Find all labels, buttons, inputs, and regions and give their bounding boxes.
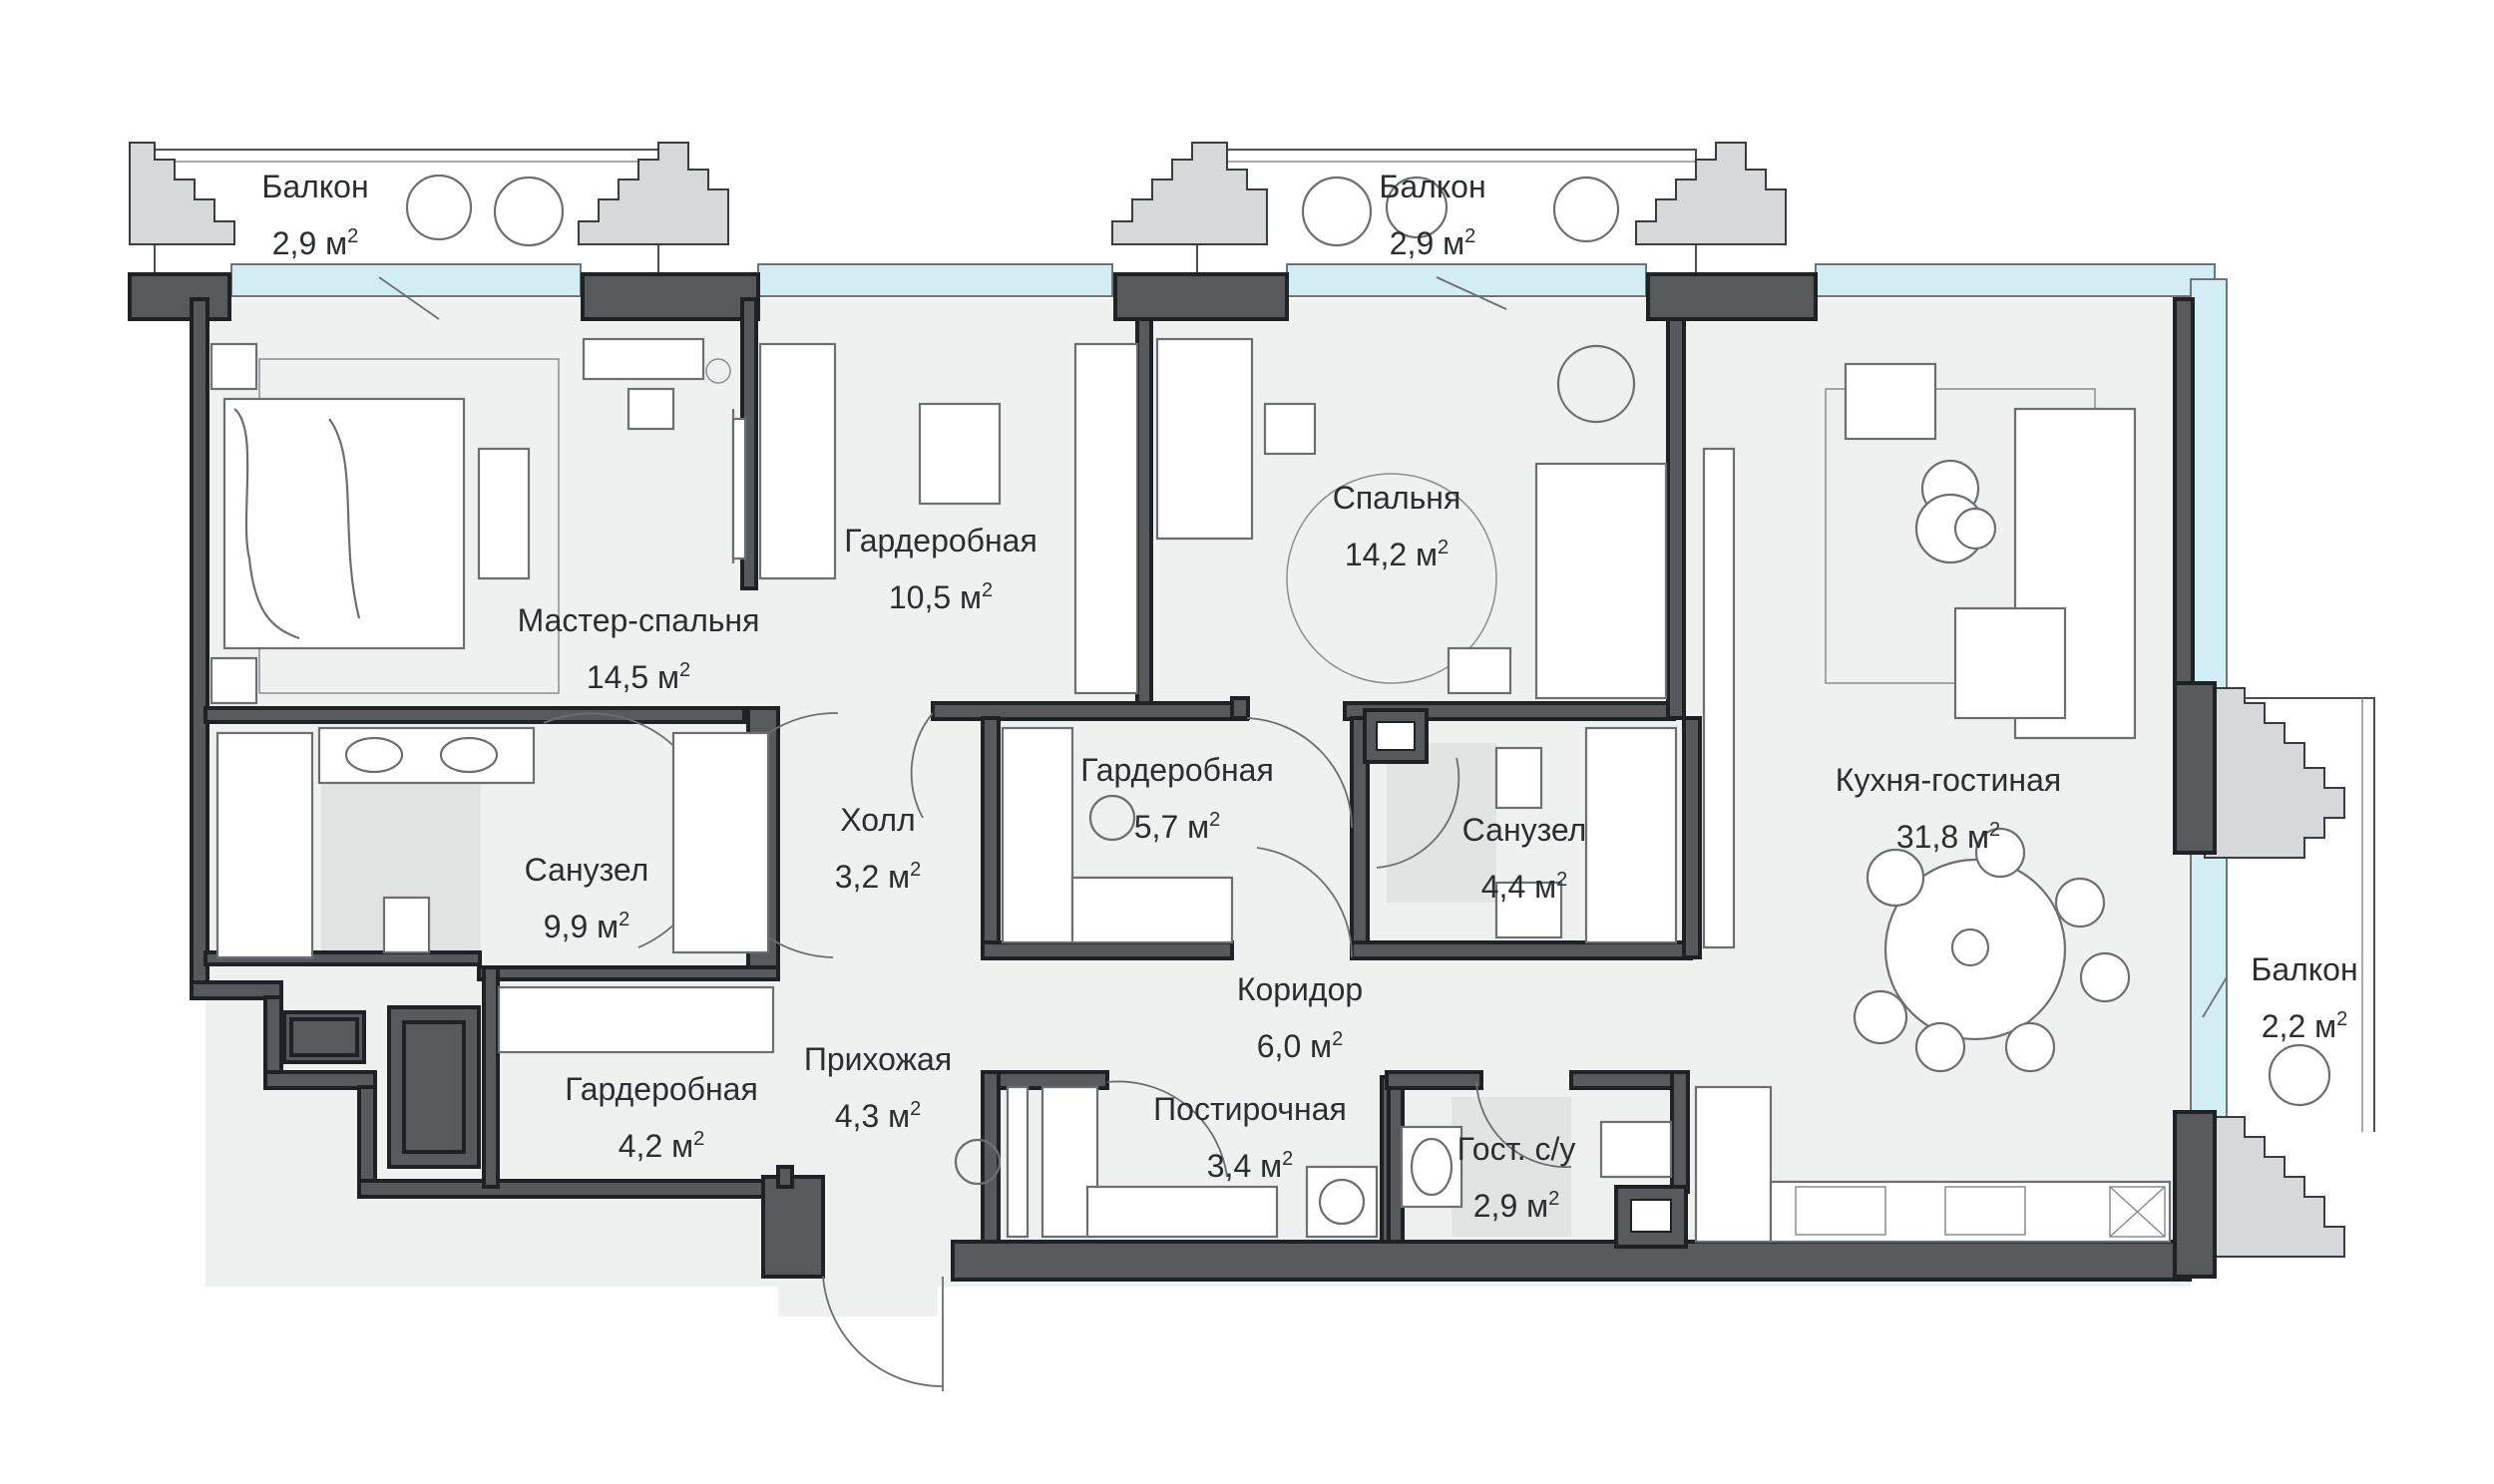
svg-text:4,4 м2: 4,4 м2 bbox=[1481, 869, 1568, 905]
svg-text:Гост. с/у: Гост. с/у bbox=[1457, 1131, 1576, 1167]
label-balcony-3: Балкон 2,2 м2 bbox=[2251, 951, 2357, 1044]
svg-text:6,0 м2: 6,0 м2 bbox=[1257, 1028, 1344, 1064]
svg-text:31,8 м2: 31,8 м2 bbox=[1896, 819, 2000, 855]
svg-text:Гардеробная: Гардеробная bbox=[1080, 752, 1274, 788]
label-hall: Холл 3,2 м2 bbox=[835, 802, 922, 895]
room-labels: Балкон 2,9 м2 Балкон 2,9 м2 Мастер-спаль… bbox=[261, 169, 2357, 1224]
label-bathroom-2: Санузел 4,4 м2 bbox=[1462, 812, 1587, 905]
svg-text:10,5 м2: 10,5 м2 bbox=[889, 579, 993, 615]
svg-text:14,5 м2: 14,5 м2 bbox=[587, 659, 690, 695]
label-wardrobe-2: Гардеробная 5,7 м2 bbox=[1080, 752, 1274, 845]
label-entrance: Прихожая 4,3 м2 bbox=[804, 1041, 952, 1134]
label-master-bedroom: Мастер-спальня 14,5 м2 bbox=[518, 602, 760, 695]
svg-text:Балкон: Балкон bbox=[1379, 169, 1485, 204]
svg-text:Спальня: Спальня bbox=[1333, 480, 1461, 516]
svg-text:Гардеробная: Гардеробная bbox=[844, 523, 1038, 558]
svg-text:2,9 м2: 2,9 м2 bbox=[272, 225, 359, 261]
label-bathroom-1: Санузел 9,9 м2 bbox=[525, 852, 649, 944]
svg-text:Санузел: Санузел bbox=[525, 852, 649, 888]
svg-text:Балкон: Балкон bbox=[261, 169, 368, 204]
svg-text:Прихожая: Прихожая bbox=[804, 1041, 952, 1077]
svg-text:3,2 м2: 3,2 м2 bbox=[835, 859, 922, 895]
svg-text:4,3 м2: 4,3 м2 bbox=[835, 1098, 922, 1134]
svg-text:9,9 м2: 9,9 м2 bbox=[544, 909, 630, 944]
svg-text:2,9 м2: 2,9 м2 bbox=[1390, 225, 1476, 261]
label-balcony-2: Балкон 2,9 м2 bbox=[1379, 169, 1485, 261]
label-corridor: Коридор 6,0 м2 bbox=[1237, 971, 1363, 1064]
label-wardrobe-3: Гардеробная 4,2 м2 bbox=[565, 1071, 758, 1164]
label-kitchen-living: Кухня-гостиная 31,8 м2 bbox=[1836, 762, 2061, 855]
label-wardrobe-1: Гардеробная 10,5 м2 bbox=[844, 523, 1038, 615]
label-guest-wc: Гост. с/у 2,9 м2 bbox=[1457, 1131, 1576, 1224]
svg-text:Холл: Холл bbox=[840, 802, 915, 838]
svg-text:5,7 м2: 5,7 м2 bbox=[1134, 809, 1221, 845]
svg-text:Балкон: Балкон bbox=[2251, 951, 2357, 987]
svg-text:3,4 м2: 3,4 м2 bbox=[1207, 1148, 1294, 1184]
label-balcony-1: Балкон 2,9 м2 bbox=[261, 169, 368, 261]
svg-text:2,2 м2: 2,2 м2 bbox=[2262, 1008, 2348, 1044]
label-bedroom: Спальня 14,2 м2 bbox=[1333, 480, 1461, 572]
balconies bbox=[129, 142, 2375, 1258]
svg-text:2,9 м2: 2,9 м2 bbox=[1473, 1188, 1560, 1224]
svg-text:4,2 м2: 4,2 м2 bbox=[619, 1128, 705, 1164]
svg-text:Мастер-спальня: Мастер-спальня bbox=[518, 602, 760, 638]
svg-text:Постирочная: Постирочная bbox=[1153, 1091, 1347, 1127]
svg-text:Кухня-гостиная: Кухня-гостиная bbox=[1836, 762, 2061, 798]
svg-text:Санузел: Санузел bbox=[1462, 812, 1587, 848]
svg-text:Коридор: Коридор bbox=[1237, 971, 1363, 1007]
furniture bbox=[209, 337, 2172, 1244]
svg-text:14,2 м2: 14,2 м2 bbox=[1345, 537, 1449, 572]
label-laundry: Постирочная 3,4 м2 bbox=[1153, 1091, 1347, 1184]
svg-text:Гардеробная: Гардеробная bbox=[565, 1071, 758, 1107]
glazing bbox=[230, 263, 2228, 1118]
